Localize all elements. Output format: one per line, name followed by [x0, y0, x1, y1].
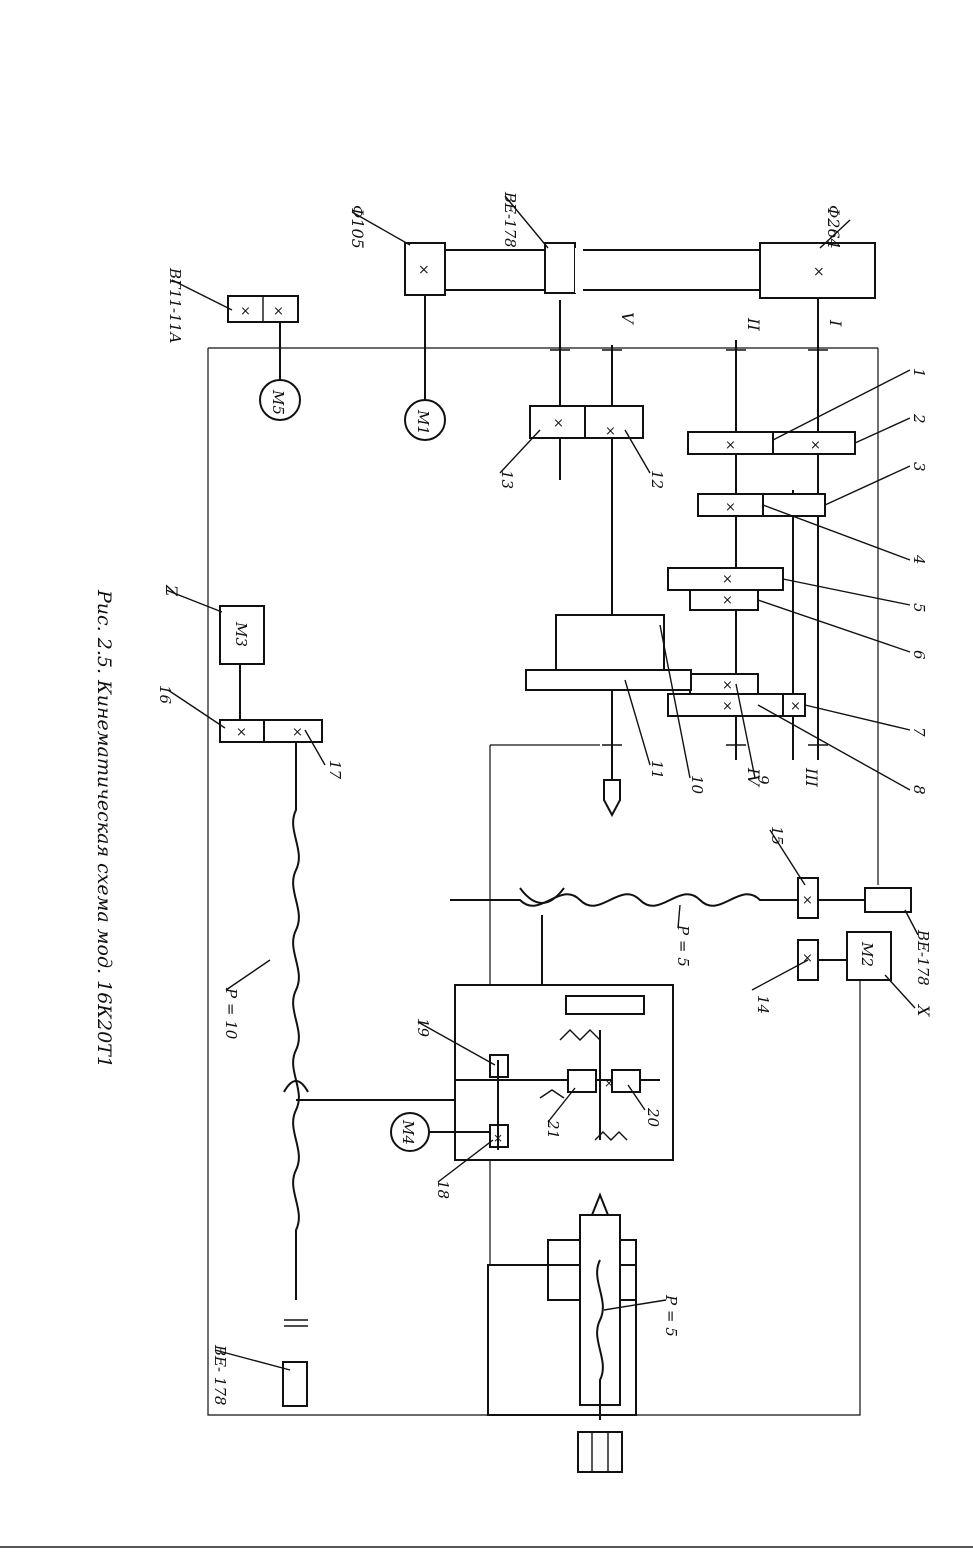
- gears: × × × × × × × × × ×: [525, 405, 856, 717]
- svg-text:×: ×: [605, 424, 616, 439]
- lead-screw-z: [292, 742, 300, 1300]
- gear-12: [584, 405, 644, 439]
- part-label-9: 9: [754, 775, 772, 785]
- part-label-12: 12: [648, 470, 666, 489]
- motor-m1: [404, 399, 446, 441]
- part-label-18: 18: [434, 1180, 452, 1199]
- label-encoder-top: ВЕ-178: [501, 191, 519, 248]
- part-label-1: 1: [910, 368, 928, 378]
- part-label-20: 20: [644, 1107, 662, 1128]
- svg-text:×: ×: [725, 438, 736, 453]
- part-label-2: 2: [910, 413, 928, 424]
- part-label-15: 15: [768, 826, 786, 845]
- svg-text:×: ×: [553, 416, 564, 431]
- belt-drive: × ×: [404, 242, 876, 441]
- part-label-13: 13: [498, 470, 516, 489]
- svg-text:×: ×: [810, 438, 821, 453]
- svg-text:×: ×: [418, 262, 430, 278]
- svg-text:×: ×: [790, 699, 801, 714]
- part-label-21: 21: [544, 1119, 562, 1139]
- part-label-11: 11: [648, 760, 666, 779]
- nut-z: [283, 1080, 309, 1093]
- screw-tailstock: [596, 1259, 604, 1420]
- label-screw-tailstock: P = 5: [662, 1294, 680, 1337]
- leader-lines: [165, 195, 919, 1371]
- lead-screw-x: [450, 893, 798, 907]
- center-point: [590, 1192, 610, 1216]
- part-label-7: 7: [910, 727, 928, 737]
- brake-assembly: × ×: [227, 295, 301, 421]
- gear-17: [263, 719, 323, 743]
- motor-m3: [219, 605, 265, 665]
- part-label-14: 14: [754, 995, 772, 1014]
- nut-x: [519, 887, 565, 904]
- part-label-16: 16: [156, 685, 174, 705]
- turret-assembly: × ×: [390, 984, 674, 1161]
- label-shaft-5: V: [618, 312, 637, 325]
- part-label-10: 10: [688, 775, 706, 795]
- svg-text:×: ×: [722, 593, 733, 608]
- svg-text:×: ×: [802, 951, 813, 966]
- svg-text:×: ×: [273, 304, 284, 319]
- motor-m2: [846, 931, 892, 981]
- label-motor-m4: М4: [399, 1119, 417, 1145]
- svg-text:×: ×: [722, 699, 733, 714]
- label-pulley-small: Ф105: [348, 205, 367, 249]
- spindle-flange-11: [525, 669, 692, 691]
- svg-text:×: ×: [236, 725, 247, 740]
- part-label-8: 8: [910, 785, 928, 795]
- z-feed: × ×: [219, 605, 455, 1407]
- quill: [579, 1214, 621, 1406]
- labels: Ф264 Ф105 ВЕ-178 ВГ11-11А М1 М5 М3 М2 М4…: [93, 191, 933, 1405]
- svg-text:×: ×: [802, 893, 813, 908]
- part-label-5: 5: [910, 603, 928, 613]
- part-label-3: 3: [910, 462, 928, 472]
- label-encoder-right: ВЕ-178: [914, 929, 932, 986]
- tailstock: [487, 1192, 637, 1473]
- label-motor-m2: М2: [858, 941, 876, 967]
- label-shaft-2: II: [744, 317, 763, 331]
- svg-text:×: ×: [722, 572, 733, 587]
- svg-text:×: ×: [292, 725, 303, 740]
- label-screw-x: P = 5: [674, 924, 692, 967]
- rack: [565, 995, 645, 1015]
- part-20: [611, 1069, 641, 1093]
- label-screw-z: P = 10: [222, 987, 240, 1040]
- gear-3: [762, 493, 826, 517]
- x-feed: × ×: [450, 877, 912, 985]
- label-motor-m3: М3: [232, 621, 250, 647]
- label-shaft-1: I: [826, 319, 845, 327]
- svg-text:×: ×: [725, 500, 736, 515]
- shafts: [550, 298, 828, 818]
- bottom-rule: [0, 1546, 973, 1548]
- handwheel: [577, 1431, 623, 1473]
- label-encoder-bottom: ВЕ- 178: [211, 1344, 229, 1405]
- encoder-top-box: [544, 242, 576, 294]
- figure-caption: Рис. 2.5. Кинематическая схема мод. 16К2…: [93, 589, 115, 1068]
- label-brake: ВГ11-11А: [166, 267, 184, 344]
- part-label-6: 6: [910, 650, 928, 660]
- label-motor-m1: М1: [414, 409, 432, 435]
- spindle-body-10: [555, 614, 665, 676]
- encoder-right-box: [864, 887, 912, 913]
- svg-text:×: ×: [604, 1076, 614, 1090]
- svg-text:×: ×: [240, 304, 251, 319]
- label-axis-x: X: [914, 1003, 933, 1017]
- label-shaft-3: III: [802, 767, 821, 788]
- part-label-17: 17: [326, 760, 344, 780]
- spindle-tip: [603, 779, 621, 818]
- gear-15: [797, 877, 819, 919]
- pulley-large: [759, 242, 876, 299]
- detent-teeth: [539, 1029, 628, 1141]
- label-motor-m5: М5: [269, 389, 287, 415]
- svg-text:×: ×: [813, 264, 825, 280]
- part-label-4: 4: [910, 554, 928, 565]
- part-21: [567, 1069, 597, 1093]
- label-shaft-4: IV: [744, 767, 763, 787]
- label-pulley-large: Ф264: [824, 205, 843, 249]
- motor-m5: [259, 379, 301, 421]
- svg-text:×: ×: [722, 678, 733, 693]
